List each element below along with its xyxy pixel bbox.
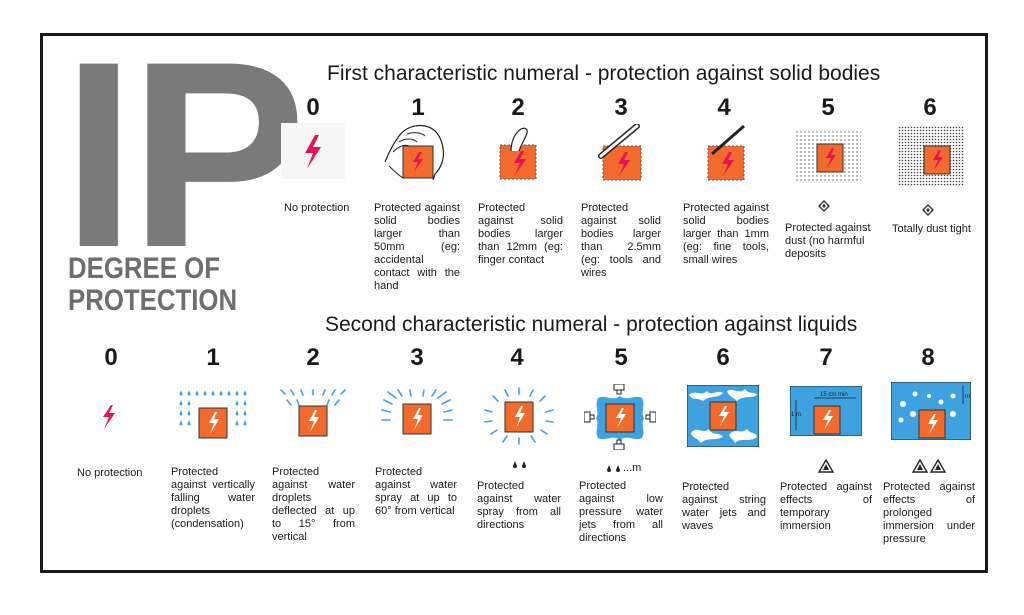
lightning-bolt-icon [281, 123, 345, 179]
solids-num-5: 5 [821, 94, 835, 121]
dust-diamond-icon [818, 200, 830, 212]
solids-num-0: 0 [306, 94, 320, 121]
degree-line-1: DEGREE OF [68, 252, 220, 285]
liquids-num-8: 8 [921, 344, 935, 371]
finger-icon [499, 127, 537, 180]
liquids-num-1: 1 [206, 344, 220, 371]
solids-desc-5: Protected against dust (no harmful depos… [785, 222, 871, 260]
immersion-icon: 15 cm min 1 m [790, 386, 862, 436]
solids-desc-2: Protected against solid bodies larger th… [478, 202, 563, 266]
waves-icon [687, 385, 759, 447]
liquids-desc-4: Protected against water spray from all d… [477, 480, 561, 531]
liquids-desc-1: Protected against vertically falling wat… [171, 466, 255, 530]
solids-num-3: 3 [614, 94, 628, 121]
solids-num-4: 4 [717, 94, 731, 121]
liquids-desc-2: Protected against water droplets deflect… [272, 466, 355, 543]
drops-icon [513, 461, 526, 468]
solids-num-6: 6 [923, 94, 937, 121]
angled-drops-icon [280, 389, 346, 437]
all-directions-spray-icon [484, 387, 554, 445]
pressure-depth-label: m [965, 394, 970, 400]
spray-icon [381, 389, 453, 435]
liquids-num-4: 4 [510, 344, 524, 371]
liquids-desc-3: Protected against water spray at up to 6… [375, 466, 457, 517]
liquids-desc-7: Protected against effects of temporary i… [780, 481, 872, 532]
liquids-num-5: 5 [614, 344, 628, 371]
immersion-depth-label: 15 cm min [820, 392, 848, 398]
liquids-desc-8: Protected against effects of prolonged i… [883, 481, 975, 545]
solids-title: First characteristic numeral - protectio… [327, 62, 881, 85]
solids-desc-1: Protected against solid bodies larger th… [374, 202, 460, 292]
liquids-desc-5: Protected against low pressure water jet… [579, 480, 663, 544]
liquids-num-3: 3 [410, 344, 424, 371]
warning-triangle-icon [818, 459, 834, 473]
wire-icon [707, 124, 745, 181]
lightning-bolt-icon [103, 405, 115, 429]
warning-triangle-icon [912, 459, 928, 473]
tool-icon [598, 124, 642, 181]
jet-depth-label: ...m [623, 462, 642, 474]
liquids-desc-0: No protection [77, 467, 143, 479]
warning-triangle-icon [930, 459, 946, 473]
vertical-drops-icon [179, 390, 247, 439]
solids-num-2: 2 [511, 94, 525, 121]
solids-desc-6: Totally dust tight [892, 223, 971, 235]
dust-diamond-icon [922, 204, 934, 216]
liquids-desc-6: Protected against string water jets and … [682, 481, 766, 532]
solids-num-1: 1 [411, 94, 425, 121]
solids-desc-0: No protection [284, 202, 350, 214]
outer-frame [40, 33, 988, 573]
dust-tight-icon [898, 126, 964, 186]
solids-desc-3: Protected against solid bodies larger th… [581, 202, 661, 279]
degree-line-2: PROTECTION [68, 284, 238, 317]
hand-icon [384, 124, 445, 181]
solids-desc-4: Protected against solid bodies larger th… [683, 202, 769, 266]
ip-title: IP [62, 7, 306, 303]
drops-icon [607, 465, 620, 472]
water-jet-icon [584, 384, 656, 450]
liquids-num-0: 0 [104, 344, 118, 371]
dust-icon [795, 130, 861, 182]
pressure-immersion-icon: m [891, 382, 971, 440]
immersion-depth-m-label: 1 m [791, 412, 801, 418]
liquids-num-2: 2 [306, 344, 320, 371]
liquids-num-6: 6 [716, 344, 730, 371]
liquids-title: Second characteristic numeral - protecti… [325, 313, 858, 336]
liquids-num-7: 7 [819, 344, 833, 371]
